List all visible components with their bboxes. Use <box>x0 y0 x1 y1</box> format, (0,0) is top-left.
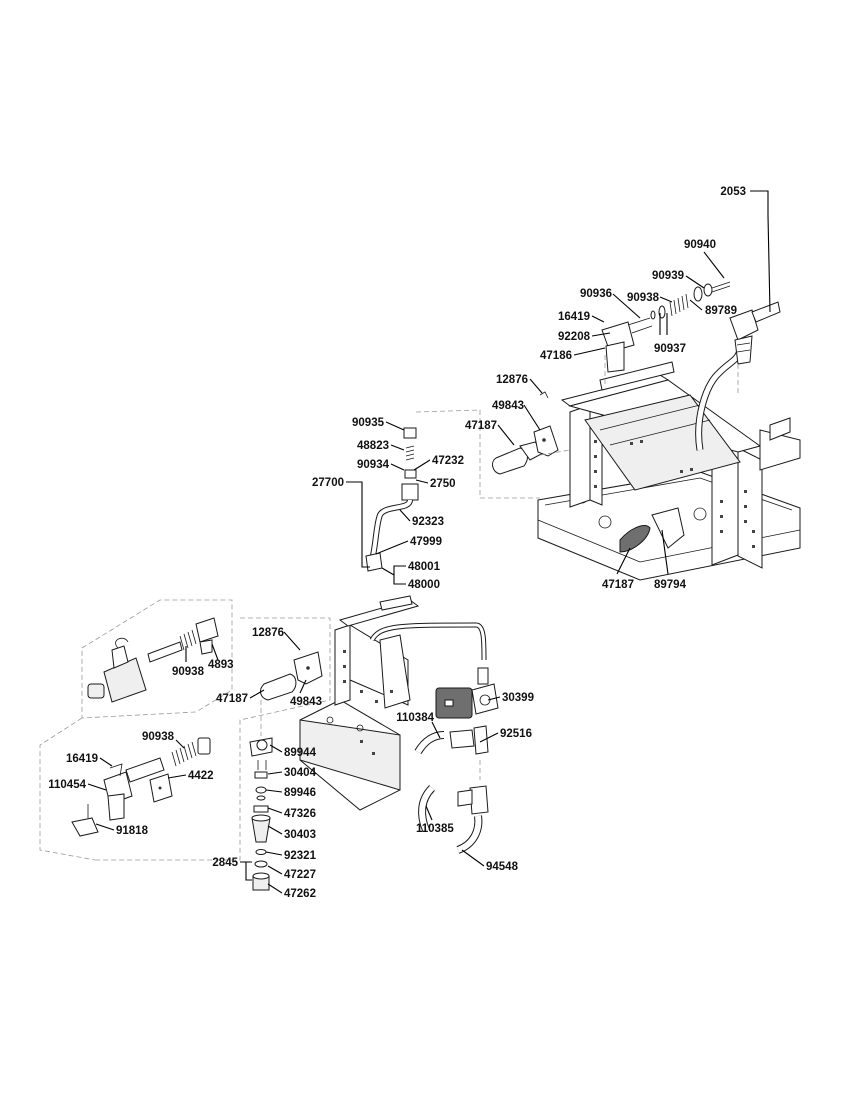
part-label-4893: 4893 <box>208 659 234 671</box>
part-label-90938-top: 90938 <box>627 292 660 304</box>
lower-frame-assembly <box>95 595 487 861</box>
part-label-47262: 47262 <box>284 888 316 900</box>
part-label-12876-lower: 12876 <box>252 627 284 639</box>
part-label-47187-lower: 47187 <box>216 693 248 705</box>
part-label-90938-lower: 90938 <box>142 731 175 743</box>
solenoid-assembly <box>414 667 499 854</box>
part-label-90937: 90937 <box>654 343 686 355</box>
part-label-90940: 90940 <box>684 239 716 251</box>
part-labels: 2053 90940 90939 90936 90938 89789 16419… <box>48 186 746 900</box>
upper-frame-assembly <box>537 301 801 581</box>
part-label-47999: 47999 <box>410 536 442 548</box>
part-label-47187-frame: 47187 <box>602 579 634 591</box>
part-label-94548: 94548 <box>486 861 519 873</box>
part-label-30403: 30403 <box>284 829 316 841</box>
part-label-49843-top: 49843 <box>492 400 524 412</box>
part-label-92323: 92323 <box>412 516 444 528</box>
part-label-89789: 89789 <box>705 305 737 317</box>
part-label-92321: 92321 <box>284 850 317 862</box>
part-label-110384: 110384 <box>396 712 434 724</box>
part-label-110454: 110454 <box>48 779 86 791</box>
part-label-90939: 90939 <box>652 270 684 282</box>
part-label-48823: 48823 <box>357 440 389 452</box>
part-label-89794: 89794 <box>654 579 687 591</box>
part-label-47187-top: 47187 <box>465 420 497 432</box>
part-label-2053: 2053 <box>720 186 746 198</box>
part-label-92208: 92208 <box>558 331 591 343</box>
part-label-16419-top: 16419 <box>558 311 590 323</box>
part-label-27700: 27700 <box>312 477 344 489</box>
tube-assembly-27700 <box>365 409 540 572</box>
part-label-91818: 91818 <box>116 825 149 837</box>
part-label-16419-lower: 16419 <box>66 753 98 765</box>
part-label-89946: 89946 <box>284 787 316 799</box>
part-label-110385: 110385 <box>416 823 454 835</box>
part-label-12876-top: 12876 <box>496 374 528 386</box>
part-label-2750: 2750 <box>430 478 456 490</box>
part-label-2845: 2845 <box>212 857 238 869</box>
drain-stack <box>249 700 273 891</box>
part-label-90936: 90936 <box>580 288 612 300</box>
part-label-49843-lower: 49843 <box>290 696 322 708</box>
part-label-47227: 47227 <box>284 869 316 881</box>
part-label-48000: 48000 <box>408 579 440 591</box>
part-label-92516: 92516 <box>500 728 532 740</box>
part-label-30399: 30399 <box>502 692 534 704</box>
part-label-89944: 89944 <box>284 747 317 759</box>
part-label-4422: 4422 <box>188 770 214 782</box>
part-label-90938-mid: 90938 <box>172 666 205 678</box>
part-label-47326: 47326 <box>284 808 316 820</box>
part-label-30404: 30404 <box>284 767 317 779</box>
leader-lines <box>87 190 771 894</box>
left-steam-valve-upper <box>601 281 739 395</box>
part-label-48001: 48001 <box>408 561 441 573</box>
part-label-47232: 47232 <box>432 455 464 467</box>
part-label-90934: 90934 <box>357 459 390 471</box>
upper-knob-lever <box>492 391 571 475</box>
part-label-90935: 90935 <box>352 417 385 429</box>
left-valve-assembly <box>39 599 233 861</box>
part-label-47186: 47186 <box>540 350 572 362</box>
